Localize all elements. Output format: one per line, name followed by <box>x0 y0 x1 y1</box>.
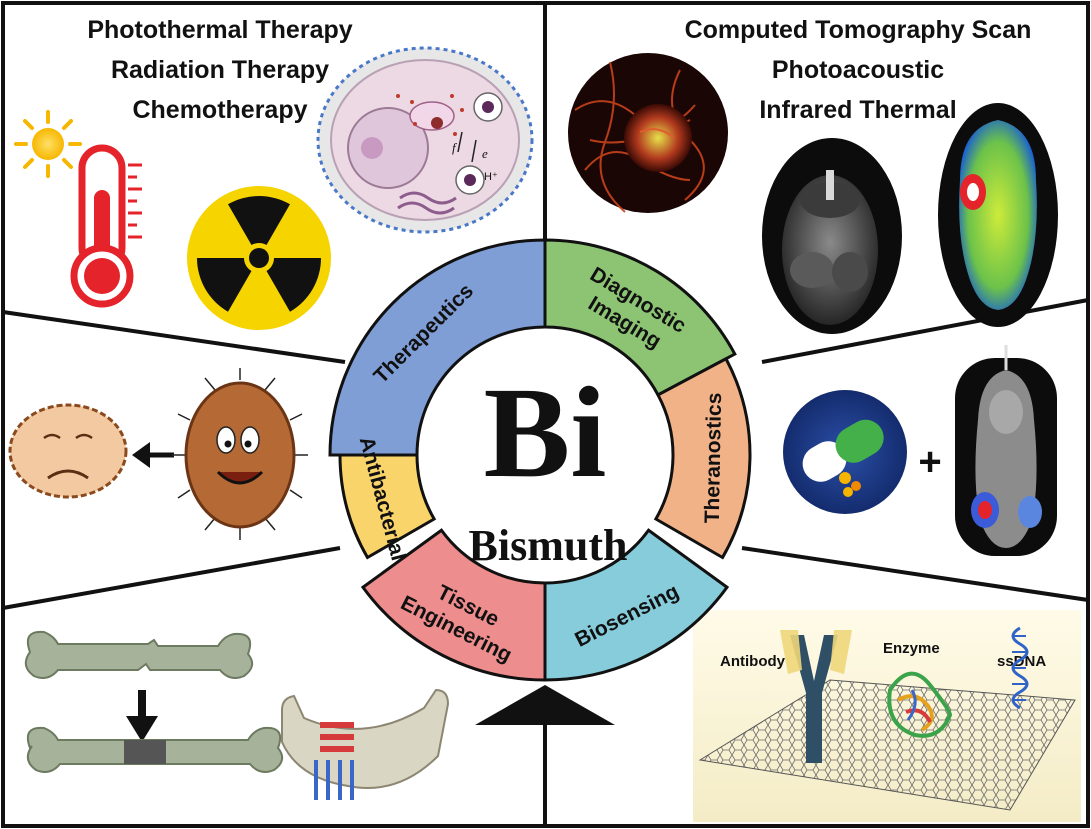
infrared-thermal-image <box>938 103 1058 327</box>
imaging-line-2: Photoacoustic <box>772 56 944 84</box>
imaging-panel: Computed Tomography Scan Photoacoustic I… <box>568 16 1058 334</box>
thermometer-icon <box>70 144 142 308</box>
radiation-icon <box>187 186 331 330</box>
cell-label-e: e <box>482 146 488 161</box>
antibacterial-panel <box>8 368 308 540</box>
enzyme-label: Enzyme <box>883 640 940 657</box>
imaging-line-1: Computed Tomography Scan <box>685 16 1032 44</box>
enzyme-icon <box>887 671 953 738</box>
imaging-line-3: Infrared Thermal <box>759 96 956 124</box>
antibody-label: Antibody <box>720 653 786 670</box>
theranostics-panel: + <box>783 345 1057 556</box>
mouse-imaging-image <box>955 345 1057 556</box>
segment-label-theranostics: Theranostics <box>701 392 726 523</box>
tissue-panel <box>24 630 450 800</box>
ssdna-icon <box>1011 626 1029 710</box>
therapy-line-3: Chemotherapy <box>132 96 307 124</box>
dead-bacterium-icon <box>8 403 128 499</box>
plus-sign: + <box>918 440 941 484</box>
jaw-implant-icon <box>281 688 450 800</box>
segment-diagnostic <box>543 238 737 397</box>
element-name: Bismuth <box>469 521 628 570</box>
down-arrow-icon <box>126 690 158 742</box>
ring-bottom-wedge <box>475 685 615 725</box>
left-arrow-icon <box>132 442 174 468</box>
therapy-line-1: Photothermal Therapy <box>87 16 352 44</box>
therapy-panel: Photothermal Therapy Radiation Therapy C… <box>14 16 534 330</box>
element-symbol: Bi <box>484 361 607 505</box>
repaired-bone-icon <box>26 726 284 773</box>
broken-bone-icon <box>24 630 254 679</box>
segment-theranostics <box>653 356 752 560</box>
sun-icon <box>14 110 82 178</box>
graphene-sheet <box>698 679 1076 811</box>
antibody-icon <box>780 630 852 763</box>
photoacoustic-image <box>568 53 728 213</box>
ssdna-label: ssDNA <box>997 653 1046 670</box>
segment-tissue <box>360 528 547 682</box>
cell-label-f: f <box>452 140 458 155</box>
bismuth-dots <box>396 94 464 136</box>
capsule-icon <box>783 390 907 514</box>
segment-antibacterial <box>338 453 437 560</box>
nanoparticle-uptake <box>455 92 503 195</box>
center-disc <box>420 330 670 580</box>
therapy-line-2: Radiation Therapy <box>111 56 329 84</box>
happy-bacterium-icon <box>172 368 308 540</box>
biosensing-panel: Antibody Enzyme ssDNA <box>693 610 1081 822</box>
segment-therapeutics <box>328 238 547 457</box>
cell-label-h: H⁺ <box>484 171 498 183</box>
cell-illustration: f e H⁺ <box>316 46 534 234</box>
panel-dividers <box>2 3 1089 826</box>
ct-scan-image <box>762 138 902 334</box>
